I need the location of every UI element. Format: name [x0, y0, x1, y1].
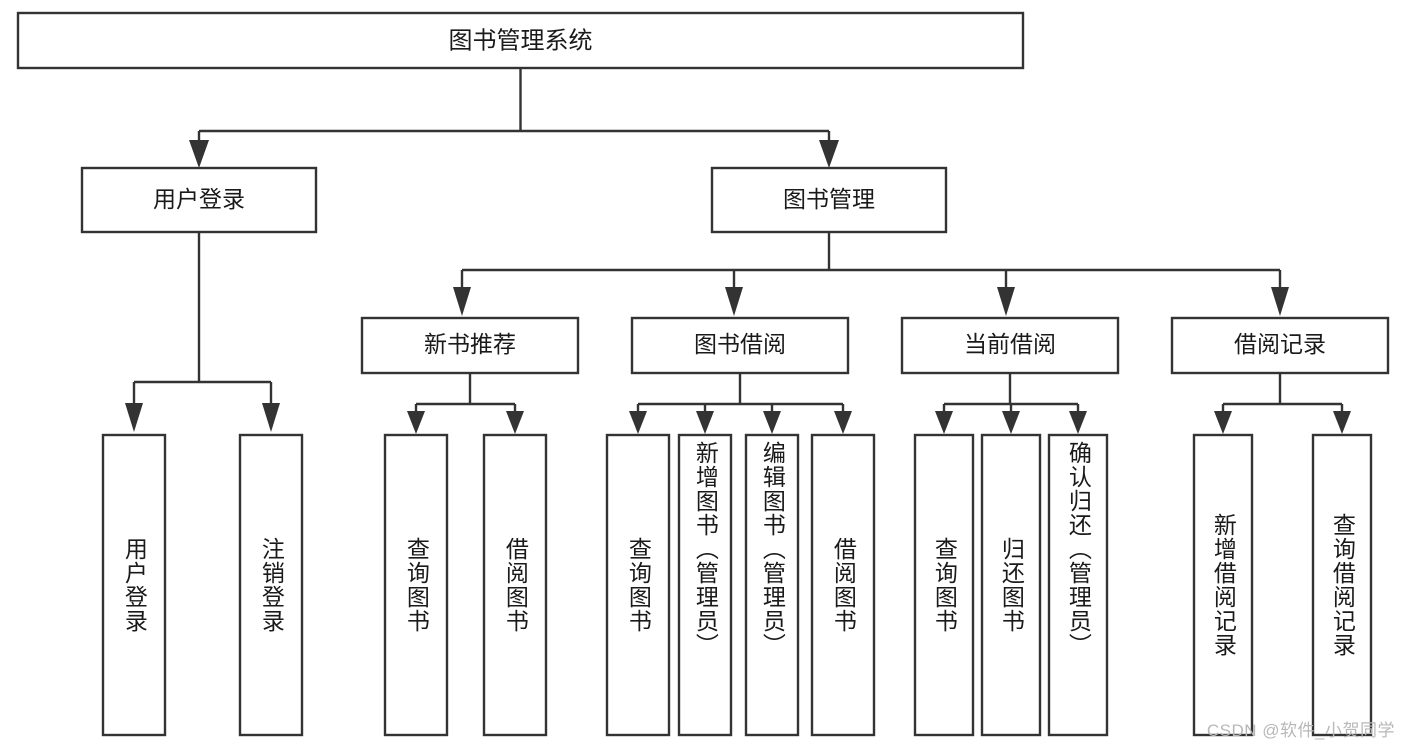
- arrowhead-leaf-edit-book-admin: [763, 411, 781, 434]
- arrowhead-leaf-add-borrow-record: [1214, 411, 1232, 434]
- arrowhead-leaf-borrow-book-1: [506, 411, 524, 434]
- node-layer: 图书管理系统 用户登录 图书管理 新书推荐 图书借阅 当前: [16, 11, 1390, 737]
- node-user-login-box[interactable]: [80, 166, 318, 234]
- leaf-box-add-book-admin[interactable]: [677, 433, 733, 737]
- arrowhead-leaf-query-book-2: [629, 411, 647, 434]
- arrowhead-leaf-borrow-book-2: [834, 411, 852, 434]
- leaf-box-return-book[interactable]: [980, 433, 1042, 737]
- arrowhead-new-book-recommend: [453, 287, 471, 316]
- node-new-book-recommend-label: 新书推荐: [424, 331, 516, 357]
- leaf-box-query-book-1[interactable]: [383, 433, 449, 737]
- node-borrow-record[interactable]: 借阅记录: [1170, 316, 1390, 375]
- node-borrow-record-box[interactable]: [1170, 316, 1390, 375]
- node-new-book-recommend-box[interactable]: [360, 316, 580, 375]
- arrowhead-current-borrow: [997, 287, 1015, 316]
- leaf-box-query-book-3[interactable]: [913, 433, 975, 737]
- node-root-label: 图书管理系统: [449, 27, 593, 54]
- arrowhead-book-management: [819, 140, 839, 168]
- arrowhead-leaf-logout-login: [262, 403, 280, 432]
- leaf-box-confirm-return-admin[interactable]: [1047, 433, 1109, 737]
- arrowhead-leaf-add-book-admin: [696, 411, 714, 434]
- node-root[interactable]: 图书管理系统: [16, 11, 1025, 70]
- leaf-box-query-book-2[interactable]: [605, 433, 671, 737]
- csdn-watermark: CSDN @软件_小贺同学: [1206, 721, 1395, 740]
- node-book-management-label: 图书管理: [783, 186, 875, 212]
- leaf-box-borrow-book-2[interactable]: [810, 433, 876, 737]
- arrowhead-leaf-confirm-return-admin: [1069, 411, 1087, 434]
- leaf-box-logout-login[interactable]: [238, 433, 304, 737]
- arrowhead-book-borrow: [725, 287, 743, 316]
- leaf-box-borrow-book-1[interactable]: [482, 433, 548, 737]
- arrowhead-leaf-query-book-1: [407, 411, 425, 434]
- leaf-box-query-borrow-record[interactable]: [1311, 433, 1373, 737]
- arrowhead-leaf-user-login: [125, 403, 143, 432]
- arrowhead-leaf-query-borrow-record: [1333, 411, 1351, 434]
- leaf-box-add-borrow-record[interactable]: [1192, 433, 1254, 737]
- node-book-borrow-label: 图书借阅: [694, 331, 786, 357]
- node-book-borrow-box[interactable]: [630, 316, 850, 375]
- arrowhead-borrow-record: [1271, 287, 1289, 316]
- leaf-box-edit-book-admin[interactable]: [744, 433, 800, 737]
- node-book-management-box[interactable]: [710, 166, 948, 234]
- node-book-management[interactable]: 图书管理: [710, 166, 948, 234]
- connector-layer: [125, 68, 1351, 434]
- node-current-borrow-box[interactable]: [900, 316, 1120, 375]
- arrowhead-user-login: [189, 140, 209, 168]
- arrowhead-leaf-query-book-3: [935, 411, 953, 434]
- node-root-box[interactable]: [16, 11, 1025, 70]
- node-borrow-record-label: 借阅记录: [1234, 331, 1326, 357]
- leaf-box-user-login[interactable]: [101, 433, 167, 737]
- arrowhead-leaf-return-book: [1002, 411, 1020, 434]
- node-user-login-label: 用户登录: [153, 186, 245, 212]
- node-new-book-recommend[interactable]: 新书推荐: [360, 316, 580, 375]
- node-book-borrow[interactable]: 图书借阅: [630, 316, 850, 375]
- node-user-login[interactable]: 用户登录: [80, 166, 318, 234]
- node-current-borrow[interactable]: 当前借阅: [900, 316, 1120, 375]
- node-current-borrow-label: 当前借阅: [964, 331, 1056, 357]
